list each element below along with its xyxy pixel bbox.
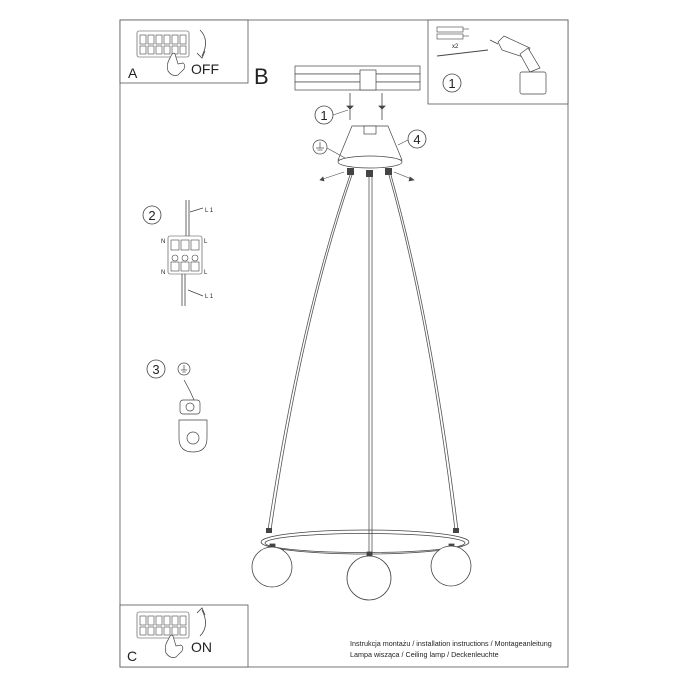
wire-label-l1-top: L 1 [205,208,214,214]
footer-line-product: Lampa wisząca / Ceiling lamp / Deckenleu… [350,650,499,659]
terminal-block-icon [167,235,203,275]
footer-line-instructions: Instrukcja montażu / installation instru… [350,639,552,648]
step-3-badge [146,359,166,379]
ground-terminal-icon [178,399,208,453]
panel-b-letter: B [254,64,269,89]
wire-label-l-top: L [204,239,208,245]
ground-symbol-icon [177,362,191,376]
wire-label-n-top: N [161,239,165,245]
fuse-box-icon [136,611,190,639]
panel-a-letter: A [128,65,138,81]
panel-a-action: OFF [191,61,219,77]
screwdriver-bit-icon [436,49,489,57]
cable-grips [347,168,392,177]
fuse-box-icon [136,30,190,58]
switch-up-arrow-icon [199,609,206,637]
drill-icon [489,35,547,95]
wiring-diagram: 2 L 1 N L N L L 1 [142,200,214,306]
step-1-callout-number: 1 [320,108,327,123]
wall-plug-icon [436,26,469,40]
step-2-number: 2 [148,208,155,223]
wire-label-l-bottom: L [204,270,208,276]
switch-down-arrow-icon [199,29,206,57]
canopy [337,125,403,169]
footer-caption: Instrukcja montażu / installation instru… [350,638,570,660]
page-frame [119,19,569,668]
panel-c-letter: C [127,648,137,664]
mounting-kit-quantity: x2 [452,44,459,50]
panel-a: A OFF [119,19,249,84]
ceiling-bracket [294,65,421,91]
glass-globes [251,543,472,601]
wire-label-l1-bottom: L 1 [205,294,214,300]
panel-c-action: ON [191,639,212,655]
adjust-arrows [319,171,415,182]
step-2-badge [142,205,162,225]
grounding-diagram: 3 [146,359,208,453]
suspension-cables [267,174,459,555]
step-1-number: 1 [448,76,455,91]
ground-symbol-icon [312,139,346,159]
wire-label-n-bottom: N [161,270,165,276]
panel-c: C ON [119,604,249,668]
hand-icon [166,52,186,76]
lamp-ring [260,529,470,555]
ring-clamps [266,528,459,533]
hand-icon [164,634,184,658]
step-3-number: 3 [152,362,159,377]
mounting-screws [346,93,386,120]
step-4-callout [407,129,427,149]
step-1-badge [442,73,462,93]
step-4-callout-number: 4 [413,132,420,147]
tools-box: x2 1 [427,19,569,105]
